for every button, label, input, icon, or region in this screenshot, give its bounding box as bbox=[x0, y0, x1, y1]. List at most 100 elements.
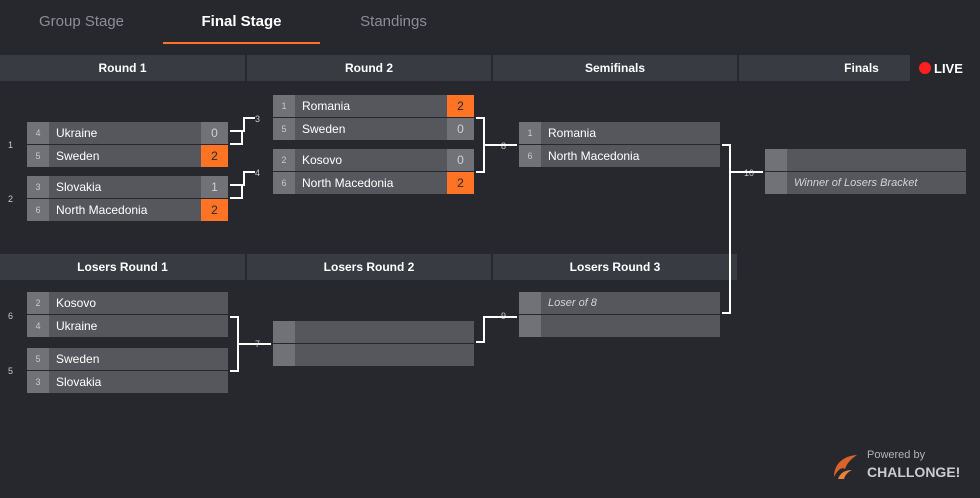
seed bbox=[765, 149, 787, 171]
bracket-connector bbox=[731, 171, 763, 173]
seed: 6 bbox=[27, 199, 49, 221]
seed: 5 bbox=[273, 118, 295, 140]
match-participant[interactable]: 3 Slovakia 1 bbox=[27, 176, 228, 198]
bracket-connector bbox=[722, 144, 731, 314]
seed: 1 bbox=[273, 95, 295, 117]
match-7[interactable] bbox=[273, 321, 474, 366]
match-number: 10 bbox=[744, 168, 755, 178]
bracket-connector bbox=[230, 316, 239, 372]
match-1[interactable]: 4 Ukraine 0 5 Sweden 2 bbox=[27, 122, 228, 167]
match-participant[interactable]: 6 North Macedonia 2 bbox=[273, 172, 474, 194]
bracket-connector bbox=[243, 171, 255, 186]
match-participant[interactable] bbox=[273, 344, 474, 366]
match-participant[interactable]: 1 Romania bbox=[519, 122, 720, 144]
match-3[interactable]: 1 Romania 2 5 Sweden 0 bbox=[273, 95, 474, 140]
score: 0 bbox=[201, 122, 228, 144]
seed: 6 bbox=[273, 172, 295, 194]
score: 0 bbox=[447, 149, 474, 171]
match-participant[interactable]: 5 Sweden 0 bbox=[273, 118, 474, 140]
match-10[interactable]: Winner of Losers Bracket bbox=[765, 149, 966, 194]
participant-name: Ukraine bbox=[56, 126, 98, 140]
round-header-semifinals: Semifinals bbox=[493, 55, 737, 81]
powered-by-label: Powered by bbox=[867, 449, 926, 461]
match-participant[interactable]: 4 Ukraine 0 bbox=[27, 122, 228, 144]
seed bbox=[273, 344, 295, 366]
tab-final-stage[interactable]: Final Stage bbox=[201, 13, 282, 30]
bracket-connector bbox=[476, 316, 485, 343]
match-participant[interactable]: 2 Kosovo bbox=[27, 292, 228, 314]
winning-score: 2 bbox=[447, 95, 474, 117]
tab-standings[interactable]: Standings bbox=[360, 13, 427, 30]
seed: 5 bbox=[27, 348, 49, 370]
match-participant[interactable]: 2 Kosovo 0 bbox=[273, 149, 474, 171]
round-header-round2: Round 2 bbox=[247, 55, 491, 81]
winning-score: 2 bbox=[447, 172, 474, 194]
match-number: 5 bbox=[8, 366, 14, 376]
match-number: 8 bbox=[501, 141, 507, 151]
match-4[interactable]: 2 Kosovo 0 6 North Macedonia 2 bbox=[273, 149, 474, 194]
participant-name: Kosovo bbox=[302, 153, 343, 167]
participant-name: Romania bbox=[548, 126, 597, 140]
match-participant[interactable]: 5 Sweden bbox=[27, 348, 228, 370]
match-number: 2 bbox=[8, 194, 14, 204]
match-number: 4 bbox=[255, 168, 261, 178]
participant-name: Ukraine bbox=[56, 319, 98, 333]
bracket-connector bbox=[485, 144, 517, 146]
bracket-connector bbox=[476, 117, 485, 173]
bracket-connector bbox=[239, 343, 271, 345]
participant-name: Kosovo bbox=[56, 296, 97, 310]
bracket-connector bbox=[485, 316, 517, 318]
score: 0 bbox=[447, 118, 474, 140]
match-participant[interactable]: 3 Slovakia bbox=[27, 371, 228, 393]
round-header-losers-round2: Losers Round 2 bbox=[247, 254, 491, 280]
seed bbox=[519, 315, 541, 337]
participant-name: Slovakia bbox=[56, 375, 102, 389]
bracket-connector bbox=[243, 117, 255, 132]
seed bbox=[765, 172, 787, 194]
match-participant[interactable] bbox=[273, 321, 474, 343]
match-participant[interactable] bbox=[519, 315, 720, 337]
match-8[interactable]: 1 Romania 6 North Macedonia bbox=[519, 122, 720, 167]
live-dot-icon bbox=[919, 62, 931, 74]
participant-name: Romania bbox=[302, 99, 351, 113]
active-tab-indicator bbox=[163, 42, 320, 44]
seed: 3 bbox=[27, 371, 49, 393]
bracket-connector bbox=[230, 130, 243, 145]
match-number: 3 bbox=[255, 114, 261, 124]
match-9[interactable]: Loser of 8 bbox=[519, 292, 720, 337]
round-header-losers-round1: Losers Round 1 bbox=[0, 254, 245, 280]
tab-group-stage[interactable]: Group Stage bbox=[38, 13, 125, 30]
round-header-round1: Round 1 bbox=[0, 55, 245, 81]
match-participant[interactable]: 5 Sweden 2 bbox=[27, 145, 228, 167]
seed: 4 bbox=[27, 315, 49, 337]
match-participant[interactable]: Loser of 8 bbox=[519, 292, 720, 314]
participant-name: Sweden bbox=[302, 122, 346, 136]
participant-name: North Macedonia bbox=[56, 203, 148, 217]
participant-name: North Macedonia bbox=[548, 149, 640, 163]
seed bbox=[273, 321, 295, 343]
match-number: 6 bbox=[8, 311, 14, 321]
round-header-losers-round3: Losers Round 3 bbox=[493, 254, 737, 280]
bracket-connector bbox=[230, 184, 243, 199]
stage-tabs: Group Stage Final Stage Standings bbox=[0, 0, 980, 46]
challonge-logo-icon bbox=[834, 455, 857, 479]
match-participant[interactable]: 6 North Macedonia 2 bbox=[27, 199, 228, 221]
match-participant[interactable]: 4 Ukraine bbox=[27, 315, 228, 337]
live-label: LIVE bbox=[934, 60, 963, 76]
participant-name: North Macedonia bbox=[302, 176, 394, 190]
match-participant[interactable]: 1 Romania 2 bbox=[273, 95, 474, 117]
seed: 6 bbox=[519, 145, 541, 167]
match-2[interactable]: 3 Slovakia 1 6 North Macedonia 2 bbox=[27, 176, 228, 221]
match-6[interactable]: 2 Kosovo 4 Ukraine bbox=[27, 292, 228, 337]
seed: 1 bbox=[519, 122, 541, 144]
match-participant[interactable]: 6 North Macedonia bbox=[519, 145, 720, 167]
participant-placeholder: Loser of 8 bbox=[548, 297, 597, 309]
participant-placeholder: Winner of Losers Bracket bbox=[794, 177, 918, 189]
match-5[interactable]: 5 Sweden 3 Slovakia bbox=[27, 348, 228, 393]
powered-by-challonge[interactable]: Powered by CHALLONGE! bbox=[830, 448, 970, 488]
match-participant[interactable]: Winner of Losers Bracket bbox=[765, 172, 966, 194]
live-indicator: LIVE bbox=[910, 55, 980, 81]
match-participant[interactable] bbox=[765, 149, 966, 171]
seed: 5 bbox=[27, 145, 49, 167]
participant-name: Sweden bbox=[56, 149, 100, 163]
